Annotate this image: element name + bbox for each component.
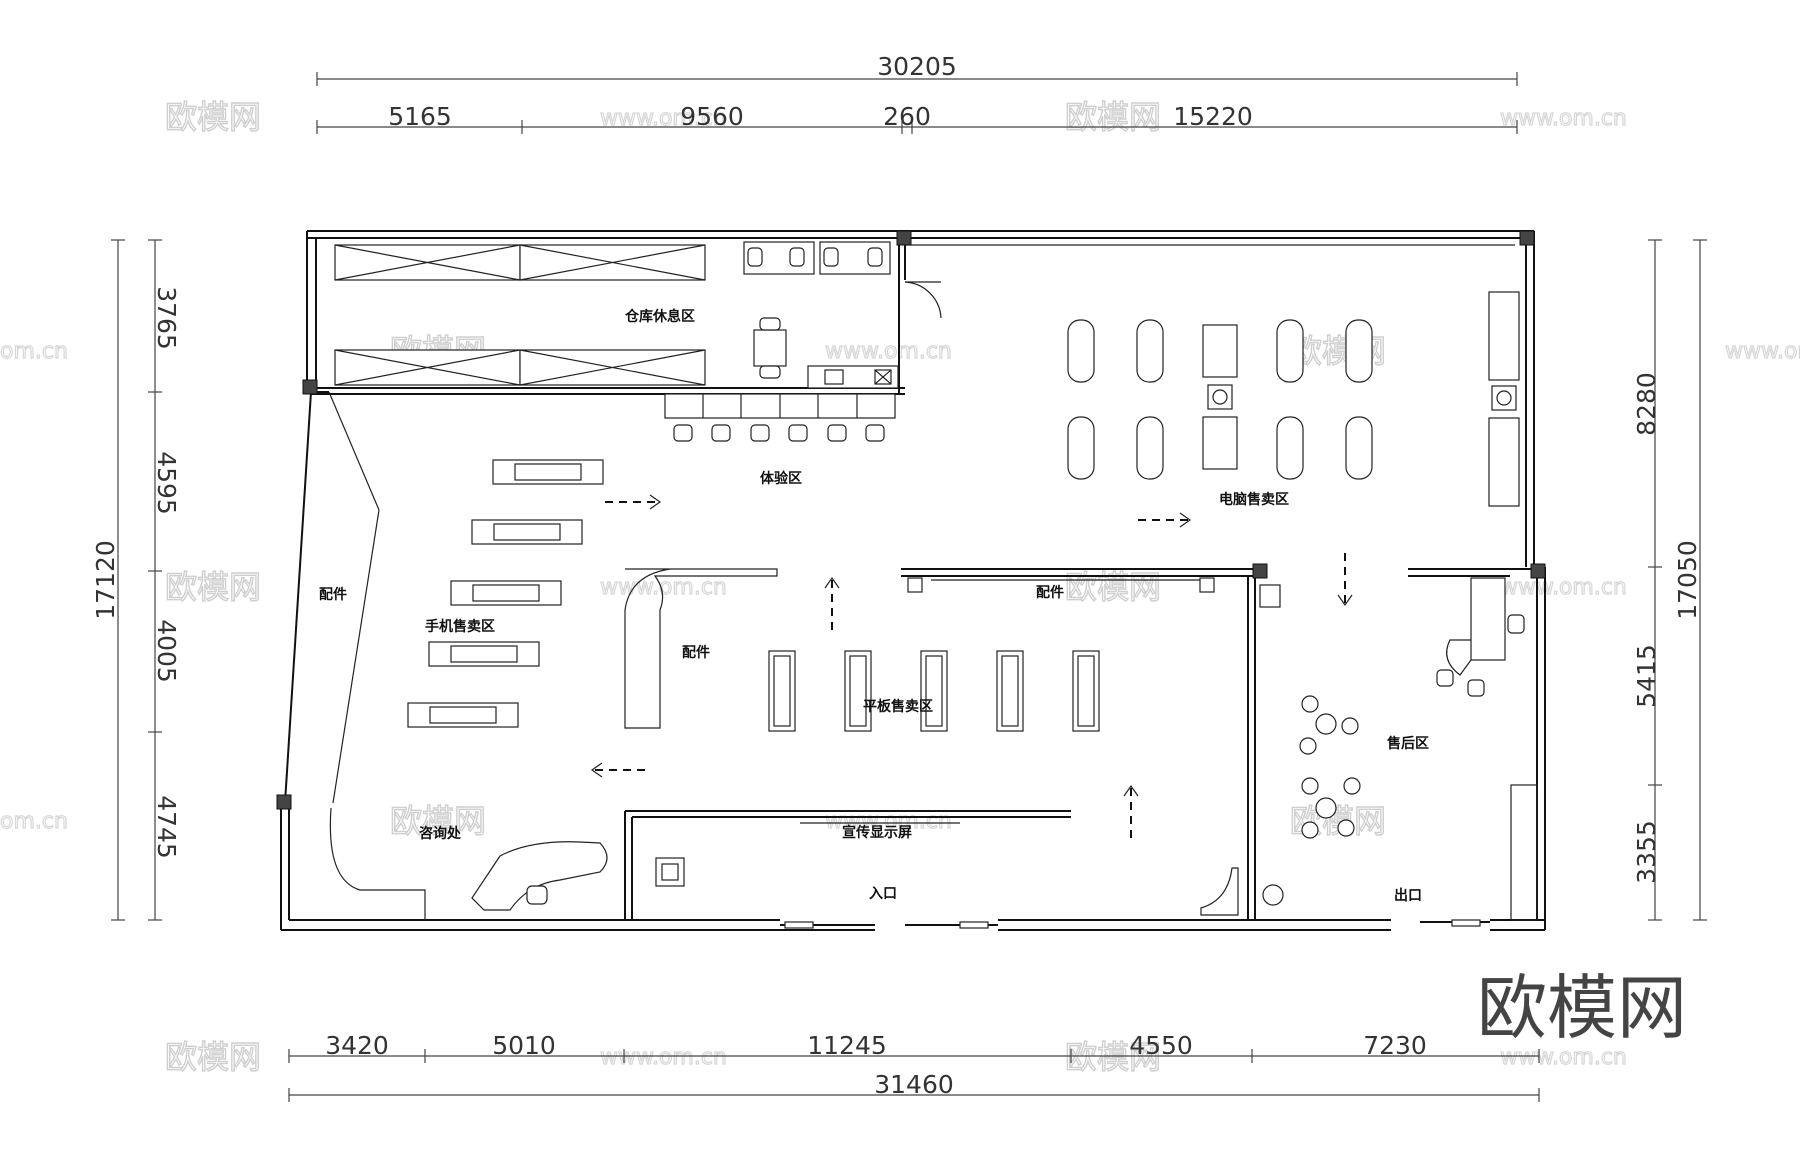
label-tablet-sales: 平板售卖区 (863, 698, 933, 715)
building-walls (280, 230, 1546, 931)
column (276, 794, 292, 810)
watermark-brand: 欧模网 (1065, 1038, 1161, 1076)
room-labels: 仓库休息区 体验区 电脑售卖区 配件 手机售卖区 配件 配件 平板售卖区 售后区… (319, 308, 1429, 904)
left-dimensions: 17120 3765 4595 4005 4745 (91, 239, 181, 921)
watermark-url: www.om.cn (825, 339, 952, 364)
tablet-display-counters (768, 577, 1281, 732)
flow-arrows (590, 494, 1353, 838)
warehouse-furniture (334, 241, 899, 442)
column (1252, 563, 1268, 579)
arrow-up-icon (1123, 784, 1139, 838)
consultation-furniture (471, 822, 960, 911)
bottom-dimensions: 3420 5010 11245 4550 7230 31460 (288, 1031, 1540, 1102)
watermark-brand: 欧模网 (165, 98, 261, 136)
watermark-url: www.om.cn (1500, 575, 1627, 600)
arrow-down-icon (1337, 553, 1353, 607)
label-after-sales: 售后区 (1386, 735, 1429, 752)
dim-right-seg-3: 3355 (1632, 820, 1661, 884)
brand-logo: 欧模网 (1477, 967, 1687, 1049)
dim-bottom-seg-3: 11245 (807, 1031, 887, 1060)
label-exit: 出口 (1394, 887, 1422, 904)
dim-top-seg-2: 9560 (680, 102, 744, 131)
dim-top-total: 30205 (877, 52, 957, 81)
label-accessories-left: 配件 (319, 586, 347, 603)
dim-bottom-seg-1: 3420 (325, 1031, 389, 1060)
label-accessories-top: 配件 (1036, 584, 1064, 601)
column (896, 230, 912, 246)
arrow-left-icon (590, 762, 645, 778)
dim-left-seg-3: 4005 (152, 619, 181, 683)
bar-stools (673, 424, 885, 442)
label-promo-screen: 宣传显示屏 (842, 824, 912, 841)
watermark-url: www.om.cn (1500, 106, 1627, 131)
watermark-brand: 欧模网 (1065, 568, 1161, 606)
label-experience: 体验区 (760, 470, 802, 487)
right-dimensions: 8280 5415 3355 17050 (1632, 239, 1707, 921)
watermark-brand: 欧模网 (165, 568, 261, 606)
structural-columns (276, 230, 1546, 810)
dim-left-total: 17120 (91, 540, 120, 620)
dim-bottom-seg-4: 4550 (1129, 1031, 1193, 1060)
arrow-right-icon (605, 494, 662, 510)
dim-top-seg-4: 15220 (1173, 102, 1253, 131)
dim-bottom-total: 31460 (874, 1070, 954, 1099)
label-phone-sales: 手机售卖区 (425, 618, 495, 635)
dim-right-total: 17050 (1673, 540, 1702, 620)
watermark-url: om.cn (0, 339, 68, 364)
arrow-right-icon (1138, 512, 1192, 528)
watermark-url: www.om.cn (825, 809, 952, 834)
label-warehouse-rest: 仓库休息区 (624, 308, 695, 325)
watermark-url: www.om.cn (600, 575, 727, 600)
watermark-brand: 欧模网 (1065, 98, 1161, 136)
dim-top-seg-1: 5165 (388, 102, 452, 131)
label-consultation: 咨询处 (419, 825, 462, 842)
top-dimensions: 30205 5165 9560 260 15220 (316, 52, 1518, 134)
dim-right-seg-1: 8280 (1632, 372, 1661, 436)
dim-left-seg-1: 3765 (152, 286, 181, 350)
after-sales-furniture (1200, 577, 1525, 916)
watermark-url: www.om.cn (600, 1045, 727, 1070)
arrow-up-icon (824, 576, 840, 630)
watermark-brand: 欧模网 (390, 802, 486, 840)
label-entrance: 入口 (869, 886, 897, 902)
dim-bottom-seg-2: 5010 (492, 1031, 556, 1060)
column (302, 379, 318, 395)
watermark-url: www.om.cn (1500, 1045, 1627, 1070)
door-swing (904, 281, 942, 319)
dim-top-seg-3: 260 (883, 102, 931, 131)
dim-left-seg-2: 4595 (152, 451, 181, 515)
computer-display-tables (1067, 291, 1520, 507)
dim-right-seg-2: 5415 (1632, 644, 1661, 708)
watermark-url: www.om.cn (1725, 339, 1800, 364)
label-accessories-mid: 配件 (682, 644, 710, 661)
dim-bottom-seg-5: 7230 (1363, 1031, 1427, 1060)
dim-left-seg-4: 4745 (152, 795, 181, 859)
label-computer-sales: 电脑售卖区 (1219, 491, 1289, 508)
watermark-url: om.cn (0, 809, 68, 834)
doors (780, 919, 1490, 929)
column (1530, 563, 1546, 579)
column (1519, 230, 1535, 246)
watermark-brand: 欧模网 (165, 1038, 261, 1076)
phone-display-counters (407, 459, 604, 728)
